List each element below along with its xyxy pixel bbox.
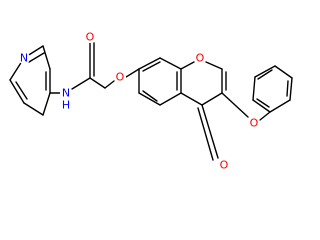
phenyl-double-3 xyxy=(256,98,270,108)
amide-n-label: N xyxy=(62,87,70,100)
pyridine-bond-c2-c3 xyxy=(9,79,25,104)
c3-to-phenoxy-o-bond xyxy=(221,92,249,118)
atom-pyridine-nitrogen: N xyxy=(18,52,30,65)
pyridine-n-label: N xyxy=(20,52,28,65)
atom-chromone-keto-oxygen: O xyxy=(218,159,230,172)
phenyl-bond-2 xyxy=(289,77,293,101)
pyridine-bond-c4-c5-inner xyxy=(42,92,51,116)
amide-carbonyl-o-label: O xyxy=(86,31,95,44)
atom-amide-nitrogen: N H xyxy=(60,87,72,112)
benzo-bond-4 xyxy=(159,92,182,106)
pyridine-bond-c6-c5 xyxy=(42,45,51,70)
bond-layer xyxy=(9,42,293,161)
ether-o-linker-label: O xyxy=(116,71,125,84)
phenyl-bond-3 xyxy=(274,65,293,79)
phenoxy-o-to-phenyl-bond xyxy=(259,111,271,121)
phenyl-double-1 xyxy=(286,80,289,97)
atom-amide-carbonyl-oxygen: O xyxy=(84,31,96,44)
benzo-bond-1 xyxy=(138,57,161,70)
pyridine-double-1 xyxy=(28,52,45,63)
atom-label-layer: N N H O O O O O xyxy=(18,31,260,172)
keto-co-bond-2 xyxy=(197,107,214,161)
benzo-double-1 xyxy=(142,61,161,72)
pyridine-double-2 xyxy=(15,81,28,100)
ch2-to-ether-bond xyxy=(104,80,115,89)
phenoxy-o-label: O xyxy=(250,117,259,130)
pyranone-bond-o-c2 xyxy=(205,61,223,70)
carbonyl-to-ch2-bond xyxy=(89,77,106,89)
pyranone-bond-c4-c4a xyxy=(180,92,203,106)
benzo-double-3 xyxy=(142,90,158,102)
phenyl-bond-6 xyxy=(252,99,271,113)
chromone-ring-o-label: O xyxy=(196,52,205,65)
amide-h-label: H xyxy=(62,99,70,112)
pyranone-bond-c3-c4 xyxy=(201,92,223,106)
phenyl-double-2 xyxy=(257,69,273,80)
nh-to-carbonyl-bond xyxy=(71,77,91,90)
atom-ether-oxygen-linker: O xyxy=(114,71,126,84)
ether-to-aryl-bond xyxy=(125,68,140,78)
atom-chromone-ring-oxygen: O xyxy=(194,52,206,65)
keto-co-bond-1 xyxy=(201,104,219,159)
chemical-structure-diagram: N N H O O O O O xyxy=(9,31,293,172)
atom-phenoxy-oxygen: O xyxy=(248,117,260,130)
pyridine-bond-c3-c4 xyxy=(23,102,44,116)
phenyl-bond-5 xyxy=(252,76,256,101)
phenyl-bond-1 xyxy=(269,99,291,113)
benzo-bond-2 xyxy=(159,57,182,70)
benzo-bond-5 xyxy=(138,92,161,106)
pyranone-bond-c8a-o xyxy=(180,61,195,70)
phenyl-bond-4 xyxy=(254,65,276,78)
chromone-keto-o-label: O xyxy=(220,159,229,172)
